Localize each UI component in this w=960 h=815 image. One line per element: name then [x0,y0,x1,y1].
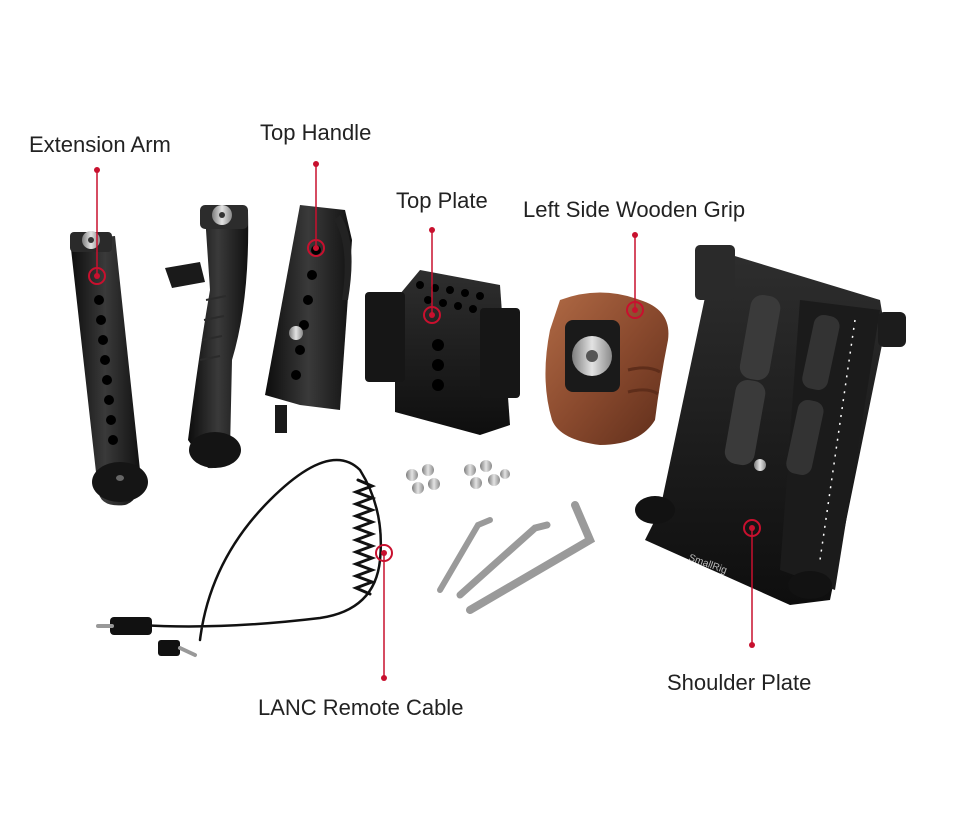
hex-key-set [437,501,596,614]
label-shoulder-plate: Shoulder Plate [667,670,812,695]
label-lanc-remote-cable: LANC Remote Cable [258,695,464,720]
top-handle [265,205,352,433]
extension-arm-straight [70,231,148,506]
callouts [96,164,753,678]
top-plate [365,270,520,435]
extension-arm-curved [165,205,249,469]
label-extension-arm: Extension Arm [29,132,171,157]
label-top-plate: Top Plate [396,188,488,213]
callout-markers [88,161,761,681]
shoulder-plate [635,245,906,605]
label-left-side-wooden-grip: Left Side Wooden Grip [523,197,746,222]
label-top-handle: Top Handle [260,120,372,145]
left-side-wooden-grip [545,292,669,445]
marker-dot [94,167,100,173]
lanc-remote-cable [96,458,383,657]
marker-ring [88,267,106,285]
screw-set [406,460,510,494]
